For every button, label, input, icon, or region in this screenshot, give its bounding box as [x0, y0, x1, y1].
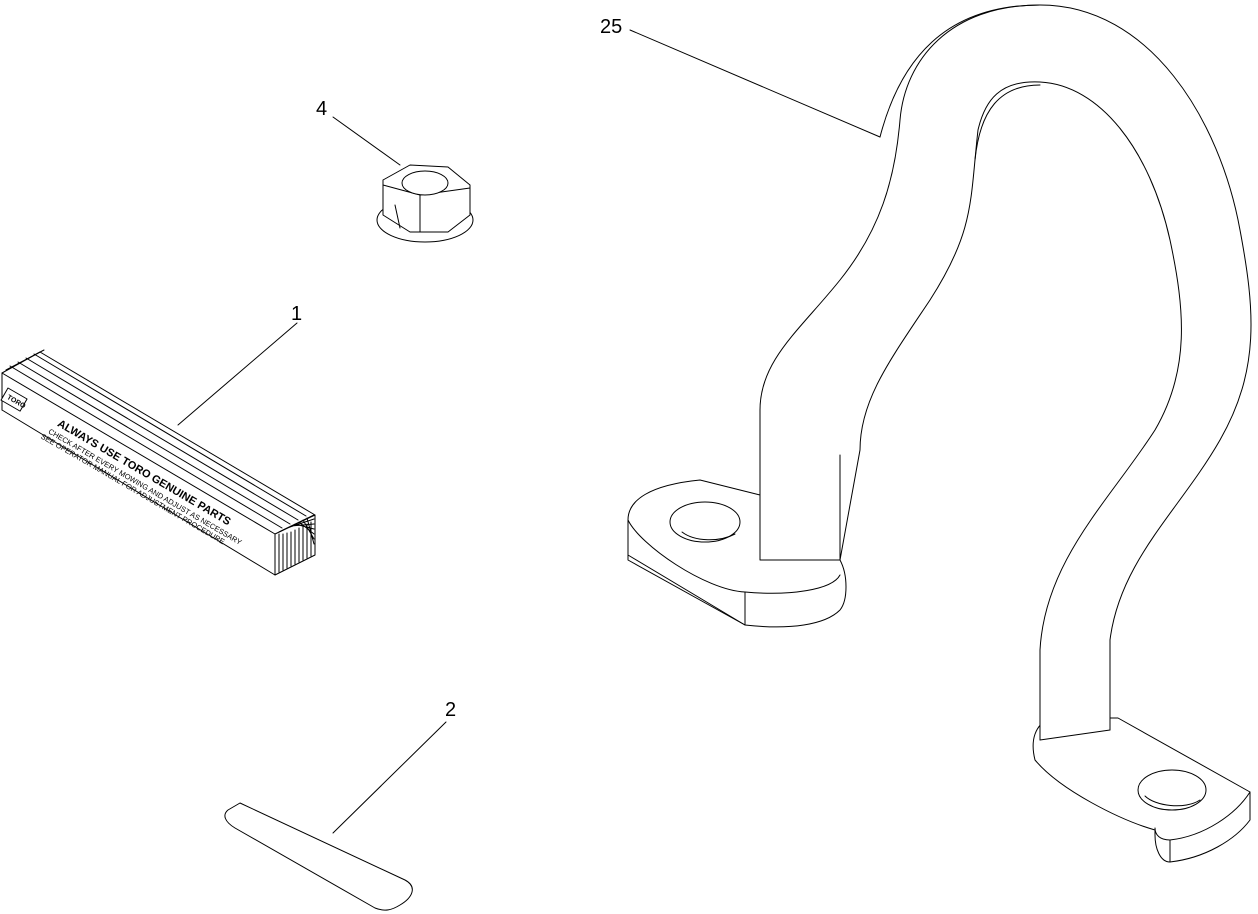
part-25-bracket [627, 4, 1252, 863]
bracket-tube [759, 4, 1252, 741]
callout-4: 4 [316, 98, 401, 166]
callout-25-label: 25 [600, 16, 622, 38]
callout-1: 1 [177, 303, 302, 426]
callout-25: 25 [600, 16, 881, 138]
callout-2: 2 [332, 699, 456, 834]
bracket-left-foot [627, 479, 847, 628]
callout-2-label: 2 [445, 699, 456, 721]
callout-1-label: 1 [291, 303, 302, 325]
brand-logo [0, 387, 28, 412]
callout-2-leader [332, 721, 447, 834]
part-1-shim-stack: TORO ALWAYS USE TORO GENUINE PARTS CHECK… [0, 349, 316, 576]
callout-1-leader [177, 322, 298, 426]
bracket-right-foot [1032, 717, 1251, 863]
part-4-flange-nut [376, 164, 474, 243]
callout-25-leader [629, 29, 881, 138]
part-2-decal-strip [224, 802, 413, 911]
callout-4-leader [332, 116, 401, 166]
callout-4-label: 4 [316, 98, 327, 120]
